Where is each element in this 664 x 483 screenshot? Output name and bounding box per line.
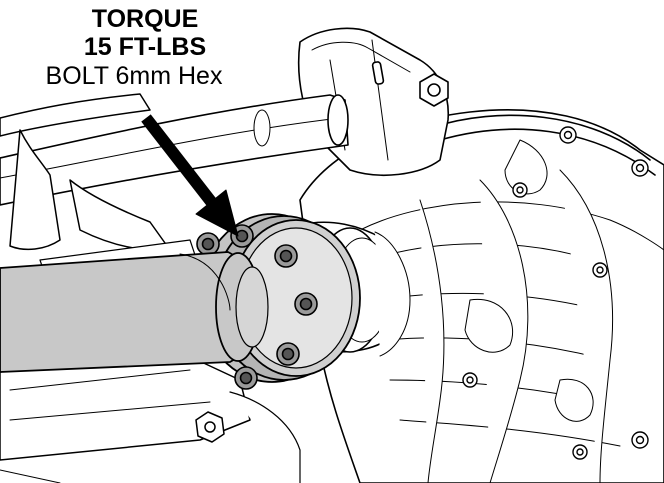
callout-arrow — [141, 114, 239, 237]
flange-bolt — [294, 292, 318, 316]
flange-bolts — [196, 224, 318, 390]
flange-bolt — [274, 244, 298, 268]
driveshaft-tube — [0, 251, 269, 373]
differential-housing — [299, 109, 664, 483]
flange-bolt — [276, 342, 300, 366]
callout-title: TORQUE — [91, 5, 199, 33]
flange-bolt — [196, 232, 220, 256]
callout-torque-value: 15 FT-LBS — [83, 32, 207, 61]
callout-bolt-spec: BOLT 6mm Hex — [45, 62, 223, 90]
torque-callout: TORQUE 15 FT-LBS BOLT 6mm Hex — [30, 5, 260, 91]
flange-bolt — [234, 366, 258, 390]
